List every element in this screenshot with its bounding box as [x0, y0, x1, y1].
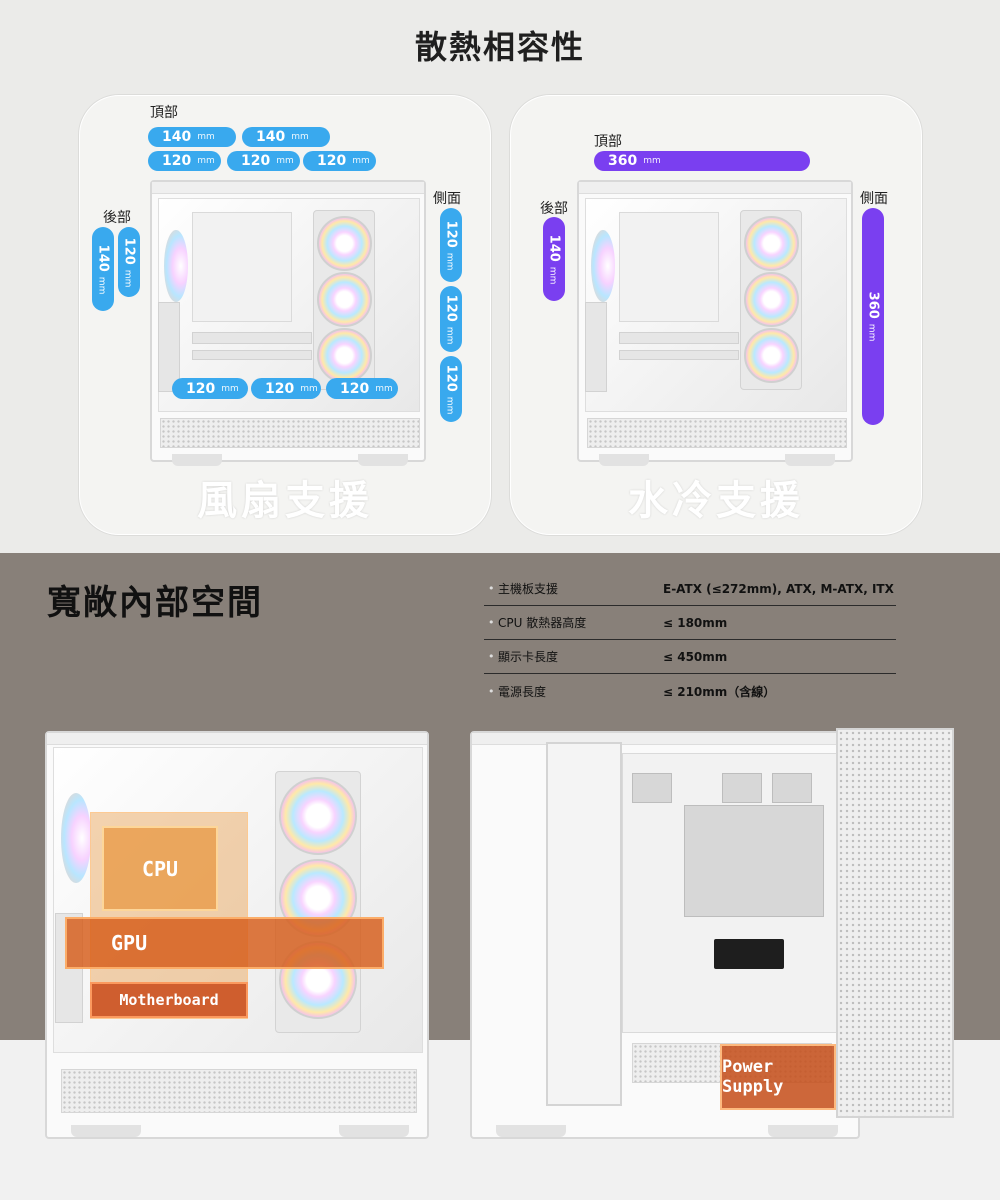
fan-rear-label: 後部	[103, 210, 131, 226]
fan-rear-140-pill: 140mm	[92, 227, 114, 311]
power-supply-overlay: Power Supply	[720, 1044, 836, 1110]
spec-label: 電源長度	[498, 684, 547, 699]
cpu-overlay: CPU	[102, 826, 218, 911]
liquid-support-caption: 水冷支援	[628, 478, 804, 524]
spec-row-psu-length: • 電源長度 ≤ 210mm（含線）	[488, 684, 776, 699]
liquid-side-label: 側面	[860, 191, 888, 207]
spec-value: ≤ 210mm（含線）	[663, 684, 776, 699]
spec-label: 顯示卡長度	[498, 650, 559, 664]
liquid-rear-label: 後部	[540, 201, 568, 217]
spec-table: • 主機板支援 E-ATX (≤272mm), ATX, M-ATX, ITX …	[484, 572, 896, 708]
spec-value: ≤ 450mm	[663, 649, 728, 664]
fan-side-120-pill-3: 120mm	[440, 356, 462, 422]
page-title: 散熱相容性	[414, 28, 585, 66]
fan-side-label: 側面	[433, 191, 461, 207]
rear-panel-door-left	[546, 742, 622, 1106]
case-fan-view	[150, 180, 426, 466]
interior-title: 寬敞內部空間	[47, 583, 263, 623]
fan-side-120-pill-2: 120mm	[440, 286, 462, 352]
spec-value: E-ATX (≤272mm), ATX, M-ATX, ITX	[663, 581, 894, 596]
motherboard-overlay: Motherboard	[90, 982, 248, 1018]
fan-support-caption: 風扇支援	[197, 478, 373, 524]
fan-top-label: 頂部	[150, 105, 178, 121]
spec-row-cpu-cooler: • CPU 散熱器高度 ≤ 180mm	[484, 606, 896, 640]
spec-label: CPU 散熱器高度	[498, 616, 587, 630]
spec-row-motherboard: • 主機板支援 E-ATX (≤272mm), ATX, M-ATX, ITX	[484, 572, 896, 606]
rear-panel-door-right	[836, 728, 954, 1118]
fan-side-120-pill-1: 120mm	[440, 208, 462, 282]
fan-rear-120-pill: 120mm	[118, 227, 140, 297]
liquid-side-360-pill: 360mm	[862, 208, 884, 425]
spec-value: ≤ 180mm	[663, 615, 728, 630]
liquid-rear-140-pill: 140mm	[543, 217, 565, 301]
spec-row-gpu-length: • 顯示卡長度 ≤ 450mm	[484, 640, 896, 674]
case-liquid-view	[577, 180, 853, 466]
liquid-top-label: 頂部	[594, 134, 622, 150]
spec-label: 主機板支援	[498, 582, 559, 596]
gpu-overlay: GPU	[65, 917, 384, 969]
